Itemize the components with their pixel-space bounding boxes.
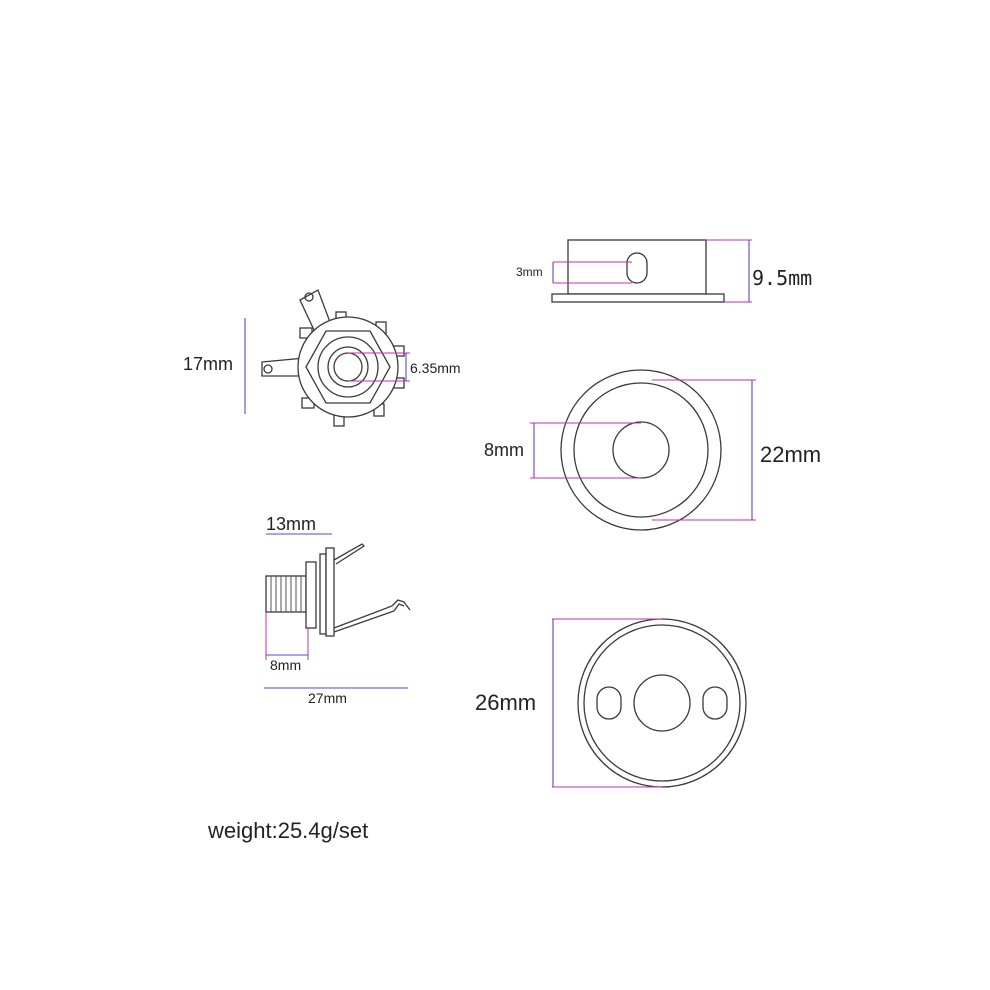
body-length-label: 8mm: [270, 657, 301, 673]
lug-top-hole: [304, 292, 314, 302]
plate-diameter-label: 26mm: [475, 690, 536, 715]
jack-plate-view: 26mm: [475, 618, 747, 788]
jack-front-view: 6.35mm 17mm: [183, 289, 461, 427]
cup-height-label: 9.5mm: [752, 266, 812, 290]
thread-lines: [270, 576, 302, 612]
cup-inner-rim: [573, 382, 709, 518]
jack-nut-side: [305, 561, 317, 629]
plate-bevel: [583, 624, 741, 782]
nut-face: [317, 336, 379, 398]
cup-side-view: 3mm 9.5mm: [516, 239, 812, 303]
weight-label: weight:25.4g/set: [207, 818, 368, 843]
cup-hole-offset-label: 3mm: [516, 265, 543, 279]
plate-screw-hole-left: [596, 686, 622, 720]
cup-side-screw-hole: [626, 252, 648, 284]
jack-hole-label: 6.35mm: [410, 360, 461, 376]
jack-height-label: 17mm: [183, 354, 233, 374]
washer-side-2: [325, 547, 335, 637]
washer-side-1: [319, 553, 327, 635]
cup-center-hole: [612, 421, 670, 479]
total-length-label: 27mm: [308, 690, 347, 706]
spring-contact-top: [333, 543, 366, 565]
cup-side-flange: [551, 293, 725, 303]
plate-screw-hole-right: [702, 686, 728, 720]
thread-length-label: 13mm: [266, 514, 316, 534]
jack-side-view: 13mm 8mm 27mm: [264, 514, 411, 706]
cup-diameter-label: 22mm: [760, 442, 821, 467]
lug-left-hole: [263, 364, 273, 374]
cup-top-view: 8mm 22mm: [484, 369, 821, 531]
spring-contact-bottom: [333, 599, 411, 633]
inner-hole-label: 8mm: [484, 440, 524, 460]
plate-center-hole: [633, 674, 691, 732]
